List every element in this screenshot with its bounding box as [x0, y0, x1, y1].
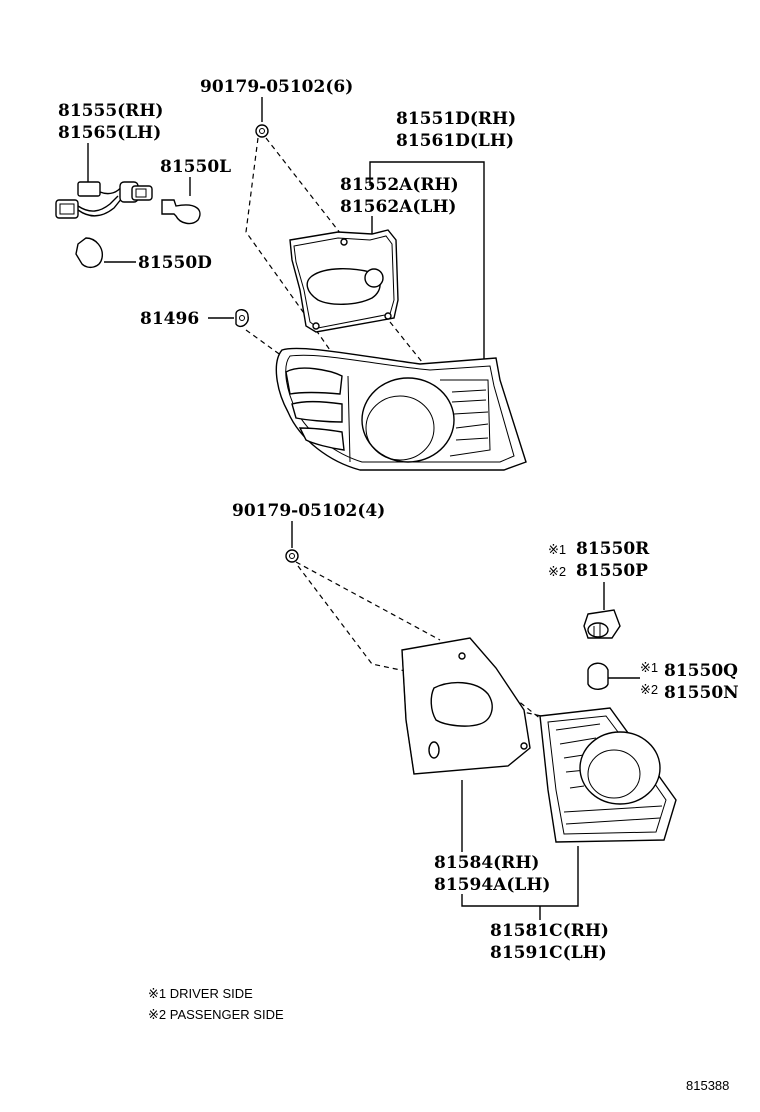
- dash-clip-lens: [245, 329, 283, 357]
- label-bulb-n: 81550N: [664, 683, 739, 703]
- note-driver-side: ※1 DRIVER SIDE: [148, 986, 253, 1001]
- screw-lower-icon: [285, 549, 299, 563]
- label-bulb-q: 81550Q: [664, 661, 738, 681]
- bracket-lower-lens: [461, 846, 579, 907]
- twist-socket-icon: [583, 609, 621, 639]
- label-socket-p: 81550P: [576, 561, 648, 581]
- lower-gasket-icon: [401, 637, 531, 775]
- upper-lens-housing-icon: [275, 347, 527, 471]
- lower-bulb-icon: [587, 662, 609, 690]
- diagram-code: 815388: [686, 1078, 729, 1093]
- upper-gasket-icon: [289, 229, 399, 333]
- clip-icon: [235, 309, 249, 328]
- small-bulb-icon: [75, 237, 103, 269]
- label-bulb-81550l: 81550L: [160, 157, 231, 177]
- lower-lens-housing-icon: [539, 707, 677, 843]
- socket-harness-icon: [55, 181, 153, 219]
- mark-bulb-q: ※1: [640, 660, 658, 675]
- label-lower-gasket-lh: 81594A(LH): [434, 875, 550, 895]
- label-gasket-lh: 81562A(LH): [340, 197, 456, 217]
- wedge-bulb-icon: [161, 199, 201, 225]
- label-lower-gasket-rh: 81584(RH): [434, 853, 539, 873]
- screw-upper-icon: [255, 124, 269, 138]
- mark-bulb-n: ※2: [640, 682, 658, 697]
- dash-gasket-lower-a: [463, 657, 581, 751]
- mark-socket-r: ※1: [548, 542, 566, 557]
- label-lower-lens-lh: 81591C(LH): [490, 943, 607, 963]
- label-screw-lower: 90179-05102(4): [232, 501, 385, 521]
- label-gasket-rh: 81552A(RH): [340, 175, 459, 195]
- label-socket-rh: 81555(RH): [58, 101, 163, 121]
- bracket-lens: [369, 161, 485, 370]
- dash-gasket-lens-b: [389, 321, 431, 373]
- label-lens-rh: 81551D(RH): [396, 109, 516, 129]
- label-lower-lens-rh: 81581C(RH): [490, 921, 609, 941]
- label-clip: 81496: [140, 309, 199, 329]
- label-screw-upper: 90179-05102(6): [200, 77, 353, 97]
- dash-screw-gasket-a: [245, 137, 317, 331]
- dash-screw-lower-b: [297, 565, 411, 673]
- label-bulb-81550d: 81550D: [138, 253, 212, 273]
- label-socket-lh: 81565(LH): [58, 123, 161, 143]
- mark-socket-p: ※2: [548, 564, 566, 579]
- dash-screw-gasket-b: [265, 137, 345, 239]
- note-passenger-side: ※2 PASSENGER SIDE: [148, 1007, 284, 1022]
- label-lens-lh: 81561D(LH): [396, 131, 514, 151]
- label-socket-r: 81550R: [576, 539, 650, 559]
- dash-screw-lower-a: [295, 561, 441, 641]
